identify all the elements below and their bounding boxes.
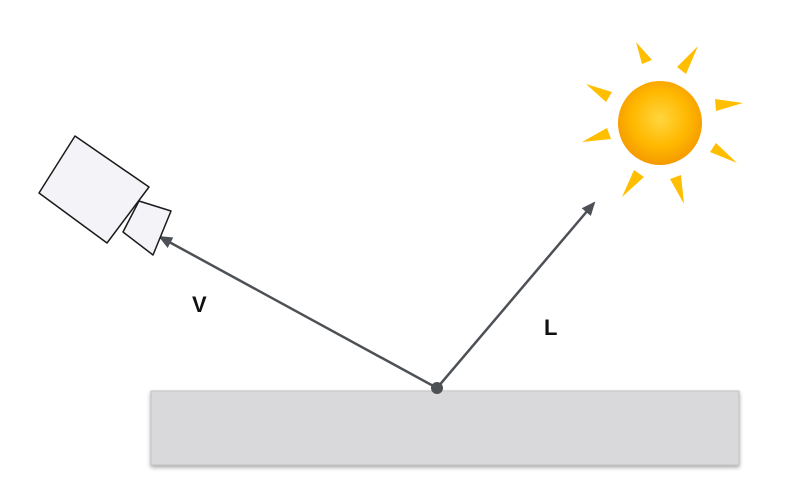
view-vector-arrow bbox=[158, 235, 438, 390]
surface-point bbox=[431, 382, 443, 394]
light-vector-arrow bbox=[436, 201, 596, 389]
surface-plane bbox=[150, 390, 740, 466]
view-vector-label: V bbox=[192, 292, 207, 317]
camera-icon bbox=[38, 135, 172, 256]
sun-icon bbox=[582, 42, 743, 204]
light-vector-label: L bbox=[544, 315, 557, 340]
